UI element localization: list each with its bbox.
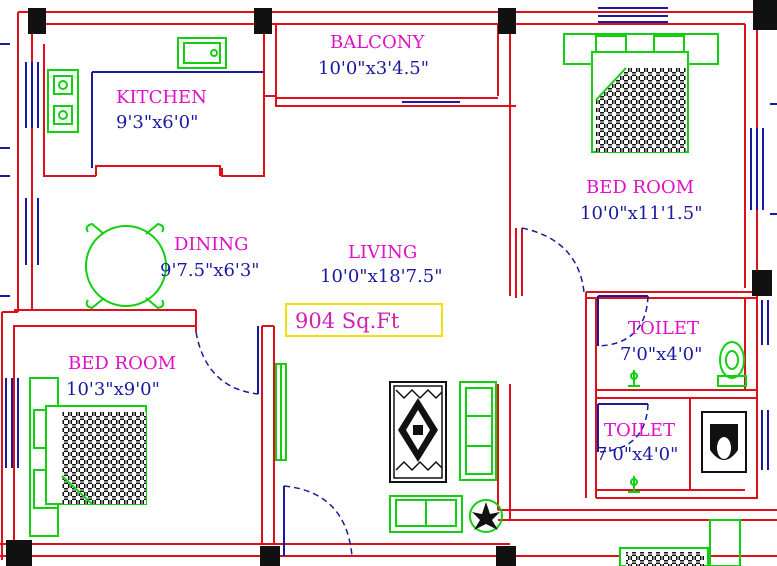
living-tv-unit	[275, 363, 287, 461]
living-name: LIVING	[348, 242, 417, 263]
kitchen-walls	[43, 44, 264, 177]
balcony-walls	[263, 24, 516, 296]
window-right-bedroom	[750, 128, 764, 210]
area-box	[285, 303, 443, 337]
toilet-lower-name: TOILET	[604, 420, 675, 441]
dining-dim: 9'7.5"x6'3"	[160, 260, 260, 281]
balcony-name: BALCONY	[330, 32, 425, 53]
living-carpet	[389, 381, 447, 483]
bedroom-left-name: BED ROOM	[68, 353, 176, 374]
living-dim: 10'0"x18'7.5"	[320, 266, 443, 287]
structural-columns	[6, 0, 777, 566]
bedroom-right-dim: 10'0"x11'1.5"	[580, 203, 703, 224]
dining-table	[85, 222, 167, 310]
window-top-bedroom	[598, 7, 668, 23]
kitchen-dim: 9'3"x6'0"	[116, 112, 198, 133]
area-label: 904 Sq.Ft	[295, 309, 400, 333]
window-left-kitchen	[25, 62, 39, 128]
bedroom-left-door	[195, 326, 259, 395]
balcony-dim: 10'0"x3'4.5"	[318, 58, 429, 79]
kitchen-name: KITCHEN	[116, 87, 207, 108]
toilet-upper-name: TOILET	[628, 318, 699, 339]
toilet-upper-tap	[628, 370, 640, 387]
dining-walls	[14, 96, 265, 332]
toilet-lower-dim: 7'0"x4'0"	[596, 444, 678, 465]
window-left-edge-ticks	[0, 43, 777, 297]
bedroom-right-name: BED ROOM	[586, 177, 694, 198]
toilet-lower-tap	[628, 476, 640, 493]
bedroom-bottom-right-bed	[619, 519, 741, 566]
living-sofa-right	[459, 381, 497, 481]
bedroom-right-door	[521, 227, 585, 293]
dining-name: DINING	[174, 234, 249, 255]
kitchen-stove	[47, 69, 79, 133]
toilet-lower-walls	[596, 398, 758, 499]
main-entrance-door	[283, 485, 353, 557]
bedroom-left-dim: 10'3"x9'0"	[66, 379, 160, 400]
toilet-lower-indian-wc	[701, 411, 747, 473]
living-sofa-bottom	[389, 495, 463, 533]
toilet-upper-commode	[717, 341, 747, 387]
toilet-upper-dim: 7'0"x4'0"	[620, 344, 702, 365]
window-right-toilets	[761, 300, 769, 470]
living-plant	[469, 499, 503, 533]
window-left-bedroom	[5, 378, 19, 468]
bedroom-right-bed	[563, 33, 719, 153]
bedroom-left-bed	[29, 377, 147, 537]
kitchen-sink	[177, 37, 227, 69]
